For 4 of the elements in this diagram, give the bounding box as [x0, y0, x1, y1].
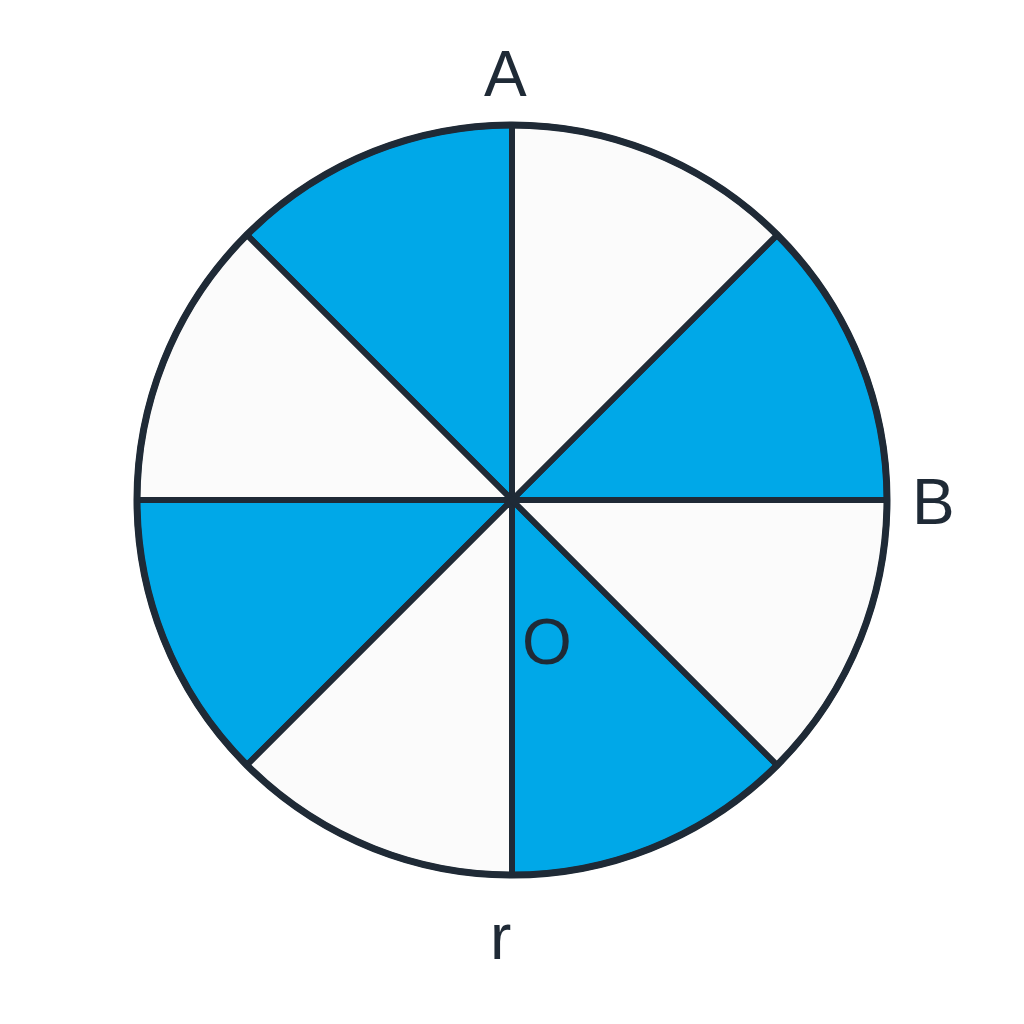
point-label: B	[912, 470, 955, 534]
point-label: O	[522, 610, 572, 674]
point-label: A	[484, 42, 527, 106]
point-label: r	[490, 905, 512, 969]
